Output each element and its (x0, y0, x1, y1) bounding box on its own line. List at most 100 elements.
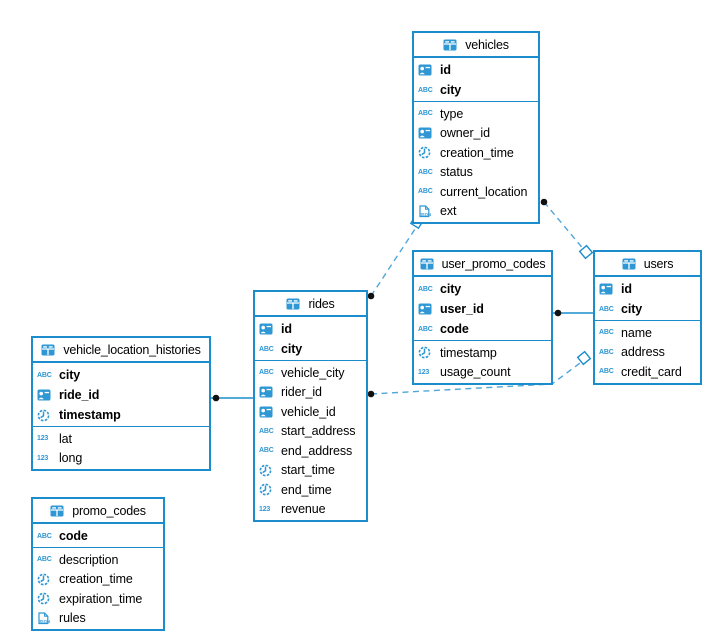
relation-endpoint-dot (367, 390, 375, 398)
time-type-icon (37, 592, 54, 605)
key-columns-section: ABC code (33, 524, 163, 547)
text-type-icon: ABC (259, 369, 274, 377)
columns-section: ABC vehicle_city rider_id vehicle_id ABC… (255, 360, 366, 520)
columns-section: ABC name ABC address ABC credit_card (595, 320, 700, 383)
column-row-end_time[interactable]: end_time (255, 480, 366, 500)
column-name: city (281, 342, 303, 356)
relation-endpoint-dot (367, 292, 375, 300)
column-row-city[interactable]: ABC city (595, 299, 700, 319)
time-type-icon (37, 409, 54, 422)
column-row-rules[interactable]: JSON rules (33, 609, 163, 629)
table-title: promo_codes (72, 503, 146, 518)
column-name: status (440, 165, 473, 180)
column-name: id (281, 322, 292, 336)
table-vehicles[interactable]: vehicles id ABC city ABC type owner_id c… (412, 31, 540, 224)
key-columns-section: id ABC city (414, 58, 538, 101)
relation-endpoint-dot (554, 309, 562, 317)
time-type-icon (418, 146, 435, 159)
columns-section: timestamp 123 usage_count (414, 340, 551, 383)
id-type-icon (37, 389, 54, 401)
column-row-timestamp[interactable]: timestamp (33, 405, 209, 425)
column-row-owner_id[interactable]: owner_id (414, 124, 538, 144)
column-row-user_id[interactable]: user_id (414, 299, 551, 319)
column-row-city[interactable]: ABC city (414, 80, 538, 100)
table-icon (41, 344, 58, 356)
column-row-revenue[interactable]: 123 revenue (255, 500, 366, 520)
column-row-id[interactable]: id (595, 279, 700, 299)
columns-section: ABC type owner_id creation_time ABC stat… (414, 101, 538, 222)
column-name: user_id (440, 302, 484, 316)
text-type-icon: ABC (418, 168, 433, 176)
table-title: rides (308, 296, 335, 311)
relation-line-rides-vehicles[interactable] (370, 225, 418, 297)
column-name: ride_id (59, 388, 100, 402)
key-columns-section: id ABC city (255, 317, 366, 360)
column-row-type[interactable]: ABC type (414, 104, 538, 124)
id-type-icon (418, 303, 435, 315)
column-row-address[interactable]: ABC address (595, 343, 700, 363)
column-row-long[interactable]: 123 long (33, 449, 209, 469)
text-type-icon: ABC (599, 329, 614, 337)
column-row-lat[interactable]: 123 lat (33, 429, 209, 449)
column-row-credit_card[interactable]: ABC credit_card (595, 362, 700, 382)
column-row-description[interactable]: ABC description (33, 550, 163, 570)
column-name: city (440, 83, 462, 97)
column-name: id (440, 63, 451, 77)
relation-endpoint-dot (540, 198, 548, 206)
key-columns-section: id ABC city (595, 277, 700, 320)
column-row-timestamp[interactable]: timestamp (414, 343, 551, 363)
column-row-code[interactable]: ABC code (414, 319, 551, 339)
column-row-city[interactable]: ABC city (255, 339, 366, 359)
table-user_promo_codes[interactable]: user_promo_codes ABC city user_id ABC co… (412, 250, 553, 385)
column-row-creation_time[interactable]: creation_time (33, 570, 163, 590)
relation-endpoint-square (578, 244, 594, 260)
column-row-expiration_time[interactable]: expiration_time (33, 589, 163, 609)
column-row-city[interactable]: ABC city (33, 365, 209, 385)
column-row-name[interactable]: ABC name (595, 323, 700, 343)
table-icon (420, 258, 437, 270)
column-row-id[interactable]: id (255, 319, 366, 339)
column-row-end_address[interactable]: ABC end_address (255, 441, 366, 461)
column-name: code (440, 322, 469, 336)
column-name: expiration_time (59, 591, 143, 606)
column-row-id[interactable]: id (414, 60, 538, 80)
column-name: end_time (281, 482, 332, 497)
column-row-city[interactable]: ABC city (414, 279, 551, 299)
table-icon (622, 258, 639, 270)
text-type-icon: ABC (259, 427, 274, 435)
column-name: current_location (440, 184, 528, 199)
text-type-icon: ABC (599, 305, 614, 313)
time-type-icon (37, 573, 54, 586)
column-row-rider_id[interactable]: rider_id (255, 383, 366, 403)
id-type-icon (259, 406, 276, 418)
column-name: name (621, 325, 652, 340)
table-icon (286, 298, 303, 310)
column-name: lat (59, 431, 72, 446)
json-type-icon: JSON (37, 612, 54, 625)
column-row-ride_id[interactable]: ride_id (33, 385, 209, 405)
column-name: creation_time (440, 145, 514, 160)
column-name: vehicle_city (281, 365, 345, 380)
column-row-start_time[interactable]: start_time (255, 461, 366, 481)
column-name: code (59, 529, 88, 543)
table-rides[interactable]: rides id ABC city ABC vehicle_city rider… (253, 290, 368, 522)
column-row-status[interactable]: ABC status (414, 163, 538, 183)
column-row-start_address[interactable]: ABC start_address (255, 422, 366, 442)
column-name: city (59, 368, 81, 382)
column-row-creation_time[interactable]: creation_time (414, 143, 538, 163)
table-promo_codes[interactable]: promo_codes ABC code ABC description cre… (31, 497, 165, 631)
column-row-current_location[interactable]: ABC current_location (414, 182, 538, 202)
time-type-icon (259, 483, 276, 496)
column-name: city (440, 282, 462, 296)
column-row-usage_count[interactable]: 123 usage_count (414, 363, 551, 383)
column-row-code[interactable]: ABC code (33, 526, 163, 546)
column-row-vehicle_id[interactable]: vehicle_id (255, 402, 366, 422)
id-type-icon (259, 323, 276, 335)
relation-line-vehicles-users[interactable] (543, 201, 586, 252)
number-type-icon: 123 (418, 368, 430, 376)
table-users[interactable]: users id ABC city ABC name ABC address A… (593, 250, 702, 385)
column-name: start_time (281, 463, 335, 478)
column-row-vehicle_city[interactable]: ABC vehicle_city (255, 363, 366, 383)
table-vehicle_location_histories[interactable]: vehicle_location_histories ABC city ride… (31, 336, 211, 471)
column-row-ext[interactable]: JSON ext (414, 202, 538, 222)
